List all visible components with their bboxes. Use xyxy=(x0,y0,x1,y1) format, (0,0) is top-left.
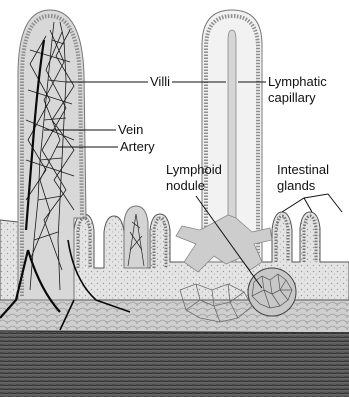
lymphoid-nodule xyxy=(248,268,296,316)
label-intestinal-glands-line1: Intestinal xyxy=(277,162,329,177)
label-artery: Artery xyxy=(120,139,155,154)
label-lymphoid-nodule-line1: Lymphoid xyxy=(166,162,222,177)
label-villi: Villi xyxy=(150,74,170,89)
label-vein: Vein xyxy=(118,122,143,137)
muscularis-layer xyxy=(0,332,349,397)
label-lymphatic-capillary-line2: capillary xyxy=(268,90,316,105)
label-lymphoid-nodule-line2: nodule xyxy=(166,178,205,193)
label-intestinal-glands-line2: glands xyxy=(277,178,315,193)
label-lymphatic-capillary-line1: Lymphatic xyxy=(268,74,327,89)
intestinal-glands-leader xyxy=(282,194,342,212)
